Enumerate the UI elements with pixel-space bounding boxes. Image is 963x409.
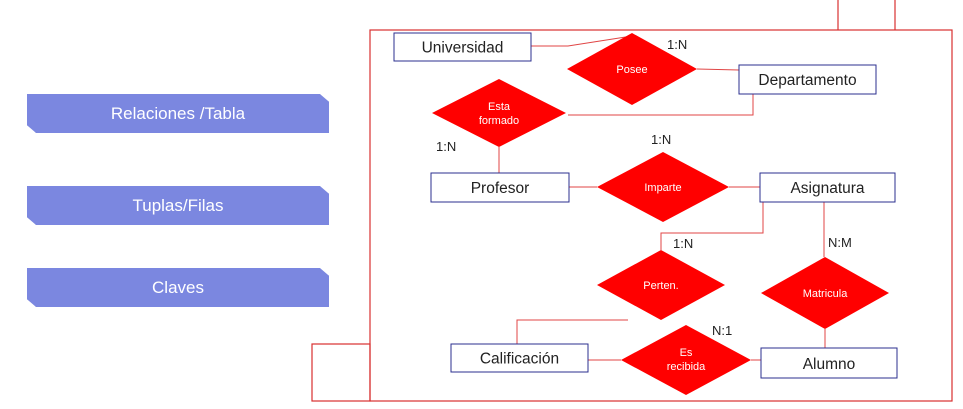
relationship-matricula-label: Matricula xyxy=(803,288,849,300)
cardinality-imparte: 1:N xyxy=(651,132,671,147)
relationship-esta-formado-label-line2: formado xyxy=(479,115,519,127)
tuplas-filas-button[interactable]: Tuplas/Filas xyxy=(27,186,329,225)
relationship-esta-formado-label-line1: Esta xyxy=(488,101,511,113)
entity-asignatura: Asignatura xyxy=(759,172,896,203)
relationship-es-recibida-label-line2: recibida xyxy=(667,361,706,373)
relationship-posee: Posee xyxy=(567,33,697,105)
relaciones-tabla-button[interactable]: Relaciones /Tabla xyxy=(27,94,329,133)
entity-universidad: Universidad xyxy=(393,32,532,62)
cardinality-es-recibida: N:1 xyxy=(712,323,732,338)
diagram-frame xyxy=(311,0,953,402)
entity-asignatura-label: Asignatura xyxy=(790,180,864,197)
relationship-es-recibida: Es recibida xyxy=(621,325,751,395)
cardinality-perten: 1:N xyxy=(673,236,693,251)
entity-calificacion: Calificación xyxy=(450,343,589,373)
cardinality-posee: 1:N xyxy=(667,37,687,52)
entity-departamento-label: Departamento xyxy=(758,72,856,89)
relationship-imparte-label: Imparte xyxy=(644,182,681,194)
entity-departamento: Departamento xyxy=(738,64,877,95)
entity-alumno: Alumno xyxy=(760,347,898,379)
relaciones-tabla-label: Relaciones /Tabla xyxy=(110,103,246,123)
entity-profesor: Profesor xyxy=(430,172,570,203)
entity-profesor-label: Profesor xyxy=(471,180,530,197)
relationship-posee-label: Posee xyxy=(616,64,647,76)
cardinality-matricula: N:M xyxy=(828,235,852,250)
relationship-esta-formado: Esta formado xyxy=(432,79,566,147)
relationship-perten-label: Perten. xyxy=(643,280,678,292)
cardinality-esta-formado: 1:N xyxy=(436,139,456,154)
entity-alumno-label: Alumno xyxy=(803,356,856,373)
connector-lines xyxy=(498,35,826,361)
tuplas-filas-label: Tuplas/Filas xyxy=(132,195,224,215)
relationship-perten: Perten. xyxy=(597,250,725,320)
relationship-matricula: Matricula xyxy=(761,257,889,329)
entity-calificacion-label: Calificación xyxy=(480,351,559,368)
entity-universidad-label: Universidad xyxy=(422,40,504,57)
claves-button[interactable]: Claves xyxy=(27,268,329,307)
relationship-es-recibida-label-line1: Es xyxy=(680,347,693,359)
claves-label: Claves xyxy=(152,277,204,297)
relationship-imparte: Imparte xyxy=(597,152,729,222)
